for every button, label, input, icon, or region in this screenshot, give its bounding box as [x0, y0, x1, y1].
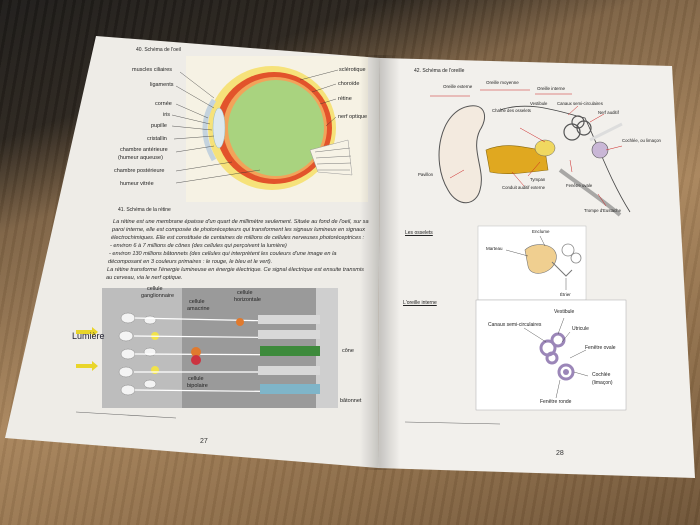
label-ear-nerf-auditif: Nerf auditif — [598, 110, 619, 115]
vitreous-humor — [228, 80, 324, 176]
retina-paragraph-line-7: La rétine transforme l'énergie lumineuse… — [107, 267, 364, 273]
page-number-left: 27 — [200, 438, 208, 445]
ear-canal — [485, 145, 549, 174]
label-chambre-posterieure: chambre postérieure — [114, 168, 165, 174]
label-pupille: pupille — [151, 123, 167, 129]
label-amacrine-1: cellule — [189, 299, 205, 305]
label-sclerotique: sclérotique — [339, 67, 366, 73]
label-inner-canaux: Canaux semi-circulaires — [488, 322, 542, 328]
label-ear-cochlee: Cochlée, ou limaçon — [622, 138, 661, 143]
retina-title: 41. Schéma de la rétine — [118, 207, 171, 213]
label-bipolaire-1: cellule — [188, 376, 204, 382]
label-humeur-aqueuse: (humeur aqueuse) — [118, 155, 163, 161]
retina-paragraph-line-4: - environ 6 à 7 millions de cônes (des c… — [110, 243, 287, 249]
label-oreille-externe: Oreille externe — [443, 84, 473, 89]
label-retine: rétine — [338, 96, 352, 102]
label-cristallin: cristallin — [147, 136, 167, 142]
label-lumiere: Lumière — [72, 331, 105, 341]
label-etrier: Étrier — [560, 292, 571, 297]
label-horizontale-1: cellule — [237, 290, 253, 296]
label-inner-fenetre-ovale: Fenêtre ovale — [585, 345, 616, 351]
label-choroide: choroïde — [338, 81, 360, 87]
label-ear-pavillon: Pavillon — [418, 172, 434, 177]
label-inner-limacon: (limaçon) — [592, 380, 613, 386]
label-ligaments: ligaments — [150, 82, 174, 88]
label-ear-tympan: Tympan — [530, 177, 546, 182]
inner-ear-title: L'oreille interne — [403, 300, 437, 306]
pinna — [438, 105, 486, 204]
label-ear-conduit: Conduit auditif externe — [502, 185, 545, 190]
label-inner-vestibule: Vestibule — [554, 309, 575, 315]
label-inner-fenetre-ronde: Fenêtre ronde — [540, 399, 572, 405]
label-amacrine-2: amacrine — [187, 306, 210, 312]
label-horizontale-2: horizontale — [234, 297, 261, 303]
retina-paragraph-line-5: - environ 130 millions bâtonnets (des ce… — [109, 251, 337, 257]
label-enclume: Enclume — [532, 229, 550, 234]
label-ganglionnaire-2: ganglionnaire — [141, 293, 175, 299]
label-chambre-anterieure: chambre antérieure — [120, 147, 168, 153]
label-cornee: cornée — [155, 101, 172, 107]
label-bipolaire-2: bipolaire — [187, 383, 208, 389]
lens — [212, 107, 226, 149]
semicircular-canals — [563, 115, 592, 141]
retina-paragraph-line-6: décomposant en 3 couleurs primaires : le… — [108, 259, 273, 265]
light-arrows — [76, 327, 98, 371]
retina-paragraph-line-1: La rétine est une membrane épaisse d'un … — [113, 219, 369, 225]
label-iris: iris — [163, 112, 171, 118]
label-inner-cochlee: Cochlée — [592, 372, 611, 378]
retina-paragraph-line-8: au cerveau, via le nerf optique. — [106, 275, 183, 281]
label-ear-canaux: Canaux semi-circulaires — [557, 101, 603, 106]
osselets-title: Les osselets — [405, 230, 433, 236]
book-spine-shadow — [360, 55, 400, 470]
cornea — [202, 98, 217, 162]
label-ganglionnaire-1: cellule — [147, 286, 163, 292]
label-ear-osselets: Chaîne des osselets — [492, 108, 531, 113]
label-ear-fenetre-ovale: Fenêtre ovale — [566, 183, 593, 188]
label-ear-trompe: Trompe d'Eustache — [584, 208, 621, 213]
ear-title: 42. Schéma de l'oreille — [414, 68, 465, 74]
label-oreille-interne: Oreille interne — [537, 86, 566, 91]
retina-paragraph-line-2: paroi interne, elle est composée de phot… — [112, 227, 366, 233]
label-marteau: Marteau — [486, 246, 503, 251]
page-number-right: 28 — [556, 450, 564, 457]
retina-paragraph-line-3: électrochimiques. Elle est constituée de… — [111, 235, 365, 241]
ossicles — [534, 139, 556, 157]
label-muscles-ciliaires: muscles ciliaires — [132, 67, 173, 73]
cochlea — [591, 141, 609, 159]
label-oreille-moyenne: Oreille moyenne — [486, 80, 519, 85]
label-nerf-optique: nerf optique — [338, 114, 368, 120]
label-ear-vestibule: Vestibule — [530, 101, 548, 106]
label-batonnet: bâtonnet — [340, 398, 362, 404]
label-inner-utricule: Utricule — [572, 326, 589, 332]
label-humeur-vitree: humeur vitrée — [120, 181, 154, 187]
label-cone: cône — [342, 348, 354, 354]
eye-title: 40. Schéma de l'oeil — [136, 47, 181, 53]
optic-nerve — [314, 147, 352, 171]
